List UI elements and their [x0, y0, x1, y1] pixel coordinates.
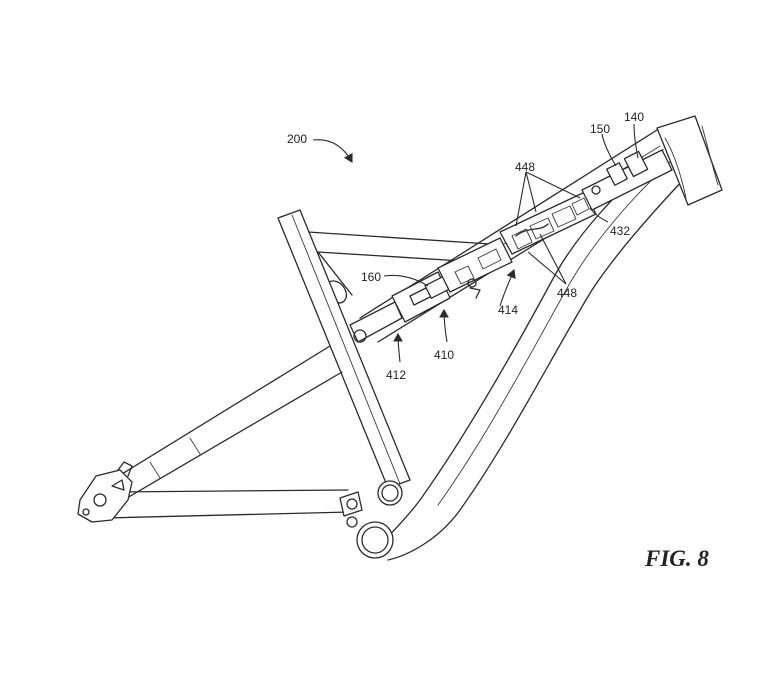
- leader-410: [439, 308, 449, 343]
- seat-tube: [277, 209, 411, 489]
- leader-448-top-c: [525, 171, 581, 199]
- ref-410: 410: [434, 348, 454, 362]
- head-tube: [656, 115, 723, 206]
- rocker-link: [307, 231, 491, 304]
- down-tube: [384, 149, 686, 561]
- bottom-bracket: [339, 480, 403, 559]
- seat-stay: [95, 345, 343, 509]
- leader-200: [312, 139, 353, 163]
- leader-412: [393, 332, 403, 363]
- ref-140: 140: [624, 110, 644, 124]
- figure-label: FIG. 8: [644, 546, 709, 571]
- leader-160: [383, 274, 429, 287]
- ref-160: 160: [361, 270, 381, 284]
- leader-448-top-b: [525, 171, 537, 213]
- ref-414: 414: [498, 303, 518, 317]
- leader-150: [601, 133, 617, 167]
- chain-stay: [104, 489, 351, 519]
- leader-414: [499, 268, 516, 307]
- leader-140: [633, 123, 639, 159]
- module-140: [623, 150, 649, 178]
- module-150: [606, 162, 628, 186]
- ref-432: 432: [610, 224, 630, 238]
- leader-432: [589, 207, 609, 223]
- ref-448-top: 448: [515, 160, 535, 174]
- rear-dropout: [77, 461, 133, 523]
- leader-lines: [312, 123, 639, 363]
- ref-448-bottom: 448: [557, 286, 577, 300]
- leader-448-bottom-a: [539, 233, 567, 285]
- shock-assembly: [349, 149, 673, 343]
- ref-412: 412: [386, 368, 406, 382]
- ref-200: 200: [287, 132, 307, 146]
- leader-448-top-a: [515, 171, 527, 227]
- actuator-432: [499, 191, 597, 255]
- leader-448-bottom-b: [527, 251, 567, 285]
- module-414: [437, 237, 513, 293]
- ref-150: 150: [590, 122, 610, 136]
